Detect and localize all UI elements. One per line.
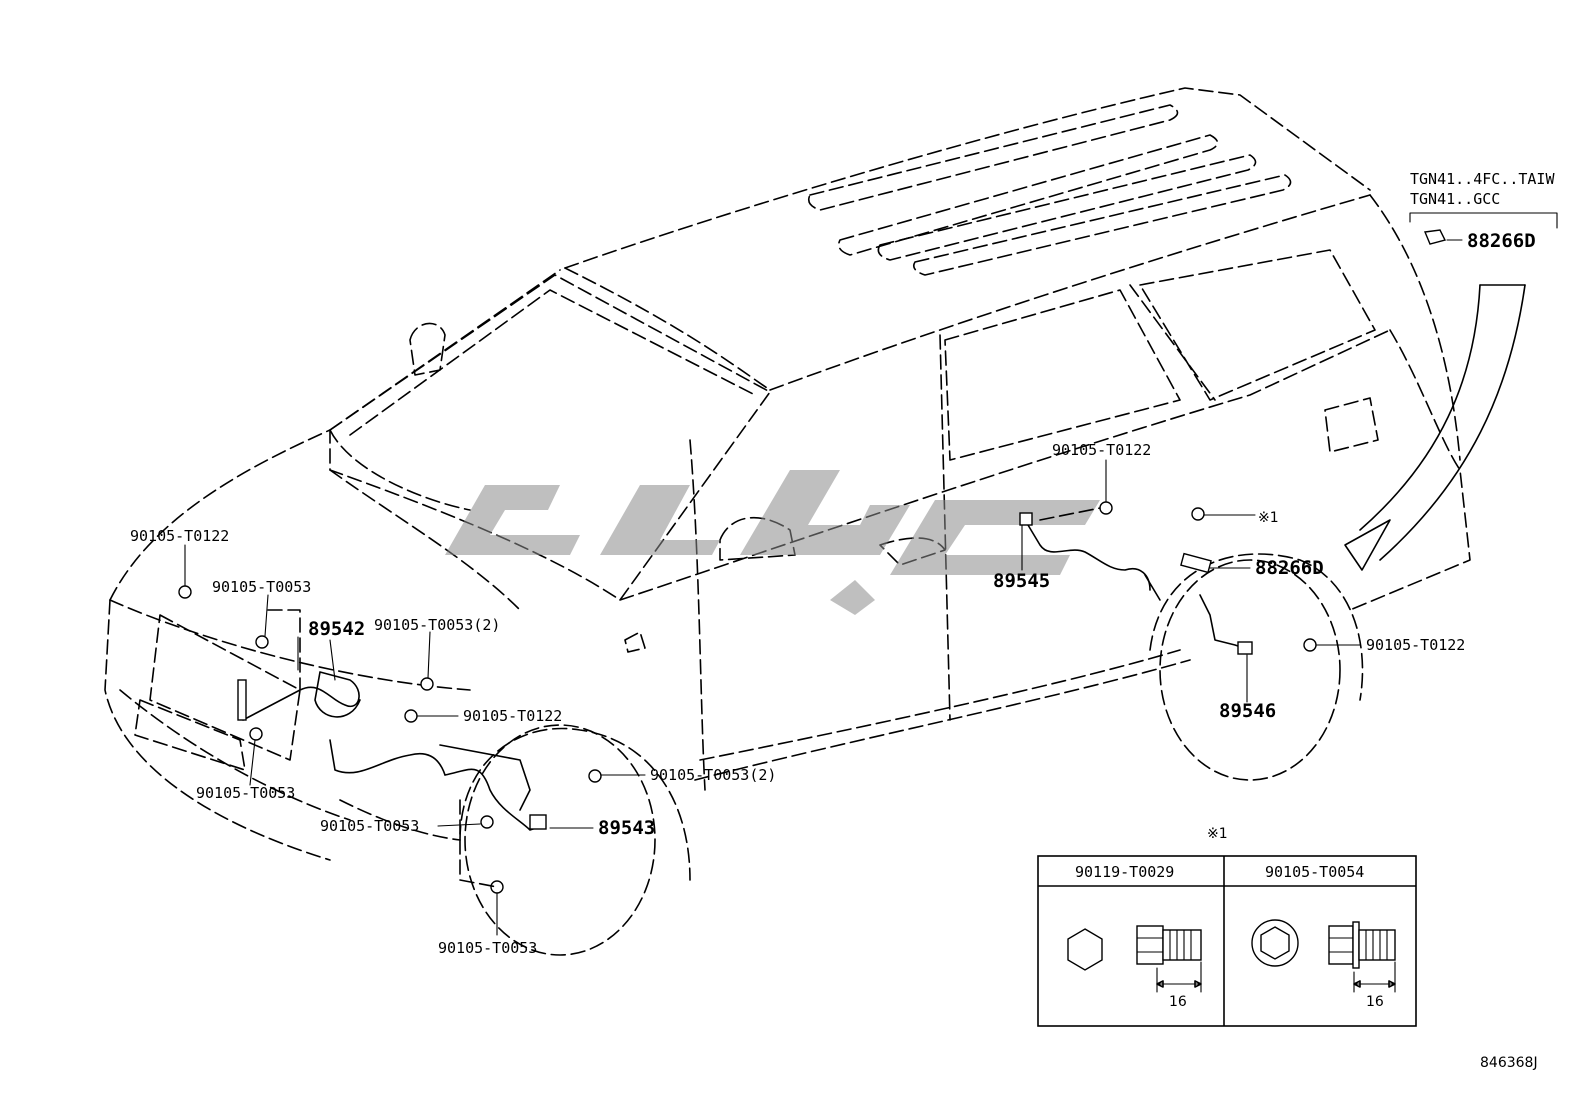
rear-left-sensor-harness <box>1019 512 1161 601</box>
figure-code: 846368J <box>1480 1055 1538 1071</box>
detail-col1-dim: 16 <box>1169 994 1187 1010</box>
bolt-icon <box>1099 501 1113 515</box>
detail-note-mark: ※1 <box>1207 826 1228 842</box>
bolt-icon <box>480 815 494 829</box>
detail-col2-dim: 16 <box>1366 994 1384 1010</box>
callout-sensor-rear-left: 89545 <box>993 570 1050 592</box>
bolt-icon <box>1191 507 1205 521</box>
callout-bracket-rear: 88266D <box>1255 557 1324 579</box>
callout-bolt-mid: 90105-T0122 <box>463 707 562 725</box>
flange-bolt-icon <box>1328 921 1396 969</box>
callout-bolt-lower-left: 90105-T0053 <box>196 784 295 802</box>
callout-bolt-bottom: 90105-T0053 <box>438 939 537 957</box>
bolt-icon-group <box>178 229 1447 894</box>
hex-head-icon <box>1067 928 1103 971</box>
bracket-icon <box>1424 229 1447 245</box>
bolt-icon <box>255 635 269 649</box>
variant-line-2: TGN41..GCC <box>1410 190 1500 208</box>
callout-bolt-lower-mid: 90105-T0053 <box>320 817 419 835</box>
leader-lines <box>184 212 1558 936</box>
variant-note: TGN41..4FC..TAIW TGN41..GCC 88266D <box>1410 170 1555 252</box>
rear-right-sensor-harness <box>1180 552 1253 655</box>
callout-bolt-qty2-a: 90105-T0053(2) <box>374 616 500 634</box>
callout-sensor-rear-right: 89546 <box>1219 700 1276 722</box>
bolt-icon <box>420 677 434 691</box>
detail-col1-header: 90119-T0029 <box>1075 863 1174 881</box>
watermark-logo <box>445 470 1100 615</box>
bolt-icon <box>404 709 418 723</box>
callout-sensor-front-right: 89543 <box>598 817 655 839</box>
detail-col2-header: 90105-T0054 <box>1265 863 1364 881</box>
bolt-icon <box>249 727 263 741</box>
callout-front-bolt-2: 90105-T0053 <box>212 578 311 596</box>
callout-labels: 90105-T0122 90105-T0053 89542 90105-T005… <box>130 441 1465 957</box>
front-left-sensor-harness <box>237 671 446 776</box>
variant-line-1: TGN41..4FC..TAIW <box>1410 170 1555 188</box>
bolt-icon <box>178 585 192 599</box>
hex-bolt-icon <box>1136 925 1202 965</box>
car-body-outline <box>104 87 1526 956</box>
bolt-icon <box>1303 638 1317 652</box>
detail-table: ※1 90119-T0029 90105-T0054 16 <box>1037 826 1417 1027</box>
bolt-icon <box>588 769 602 783</box>
callout-sensor-front-left: 89542 <box>308 618 365 640</box>
callout-rear-bolt-right: 90105-T0122 <box>1366 636 1465 654</box>
callout-rear-bolt-top: 90105-T0122 <box>1052 441 1151 459</box>
callout-note-mark: ※1 <box>1258 510 1279 526</box>
variant-part: 88266D <box>1467 230 1536 252</box>
callout-front-bolt-top: 90105-T0122 <box>130 527 229 545</box>
front-right-sensor-harness <box>439 744 547 831</box>
callout-bolt-qty2-b: 90105-T0053(2) <box>650 766 776 784</box>
